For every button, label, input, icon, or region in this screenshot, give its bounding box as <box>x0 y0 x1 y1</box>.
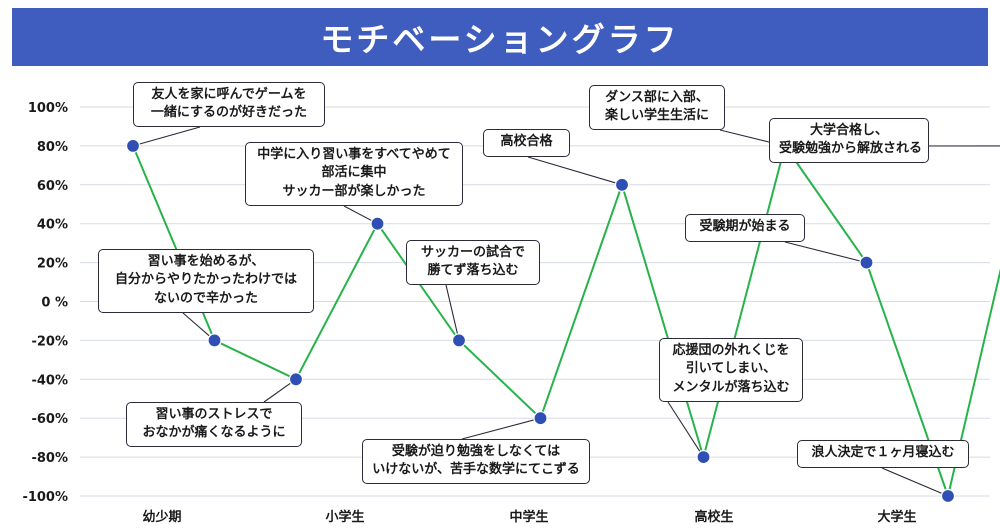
annotation-callout: 受験が迫り勉強をしなくては いけないが、苦手な数学にてこずる <box>362 439 590 484</box>
x-category-label: 高校生 <box>694 509 733 525</box>
y-tick-label: 80% <box>37 140 68 155</box>
y-tick-label: 0 % <box>41 296 68 311</box>
annotation-callout: サッカーの試合で 勝てず落ち込む <box>406 240 540 285</box>
y-tick-label: -40% <box>31 373 68 388</box>
callout-leader-line <box>445 284 460 341</box>
title-banner: モチベーショングラフ <box>12 8 988 66</box>
callout-leader-line <box>667 401 704 458</box>
y-tick-label: -100% <box>22 490 68 505</box>
callout-leader-line <box>784 241 867 264</box>
annotation-callout: 浪人決定で１ヶ月寝込む <box>797 440 969 468</box>
series-line <box>132 143 1000 500</box>
data-point <box>859 255 874 270</box>
annotation-callout: 大学合格し、 受験勉強から解放される <box>769 118 929 163</box>
annotation-callout: 中学に入り習い事をすべてやめて 部活に集中 サッカー部が楽しかった <box>245 142 463 206</box>
callout-leader-line <box>881 467 949 497</box>
annotation-callout: 友人を家に呼んでゲームを 一緒にするのが好きだった <box>133 82 325 127</box>
data-point <box>288 372 304 387</box>
x-category-label: 幼少期 <box>142 509 181 525</box>
data-point <box>370 216 385 231</box>
y-tick-label: -20% <box>31 334 68 349</box>
annotation-callout: 応援団の外れくじを 引いてしまい、 メンタルが落ち込む <box>659 338 803 402</box>
data-point <box>533 411 548 426</box>
callout-leader-line <box>461 417 541 440</box>
annotation-callout: 受験期が始まる <box>685 214 805 242</box>
page-title: モチベーショングラフ <box>320 20 680 59</box>
data-point <box>696 450 711 465</box>
y-tick-label: 100% <box>28 101 68 116</box>
y-tick-label: 20% <box>37 257 68 272</box>
y-tick-label: -60% <box>31 412 68 427</box>
callout-leader-line <box>132 126 201 147</box>
x-category-label: 大学生 <box>877 509 916 525</box>
data-point <box>125 138 141 153</box>
annotation-callout: 高校合格 <box>483 129 570 157</box>
x-category-label: 小学生 <box>325 509 364 525</box>
data-point <box>940 488 956 504</box>
data-point <box>614 177 630 192</box>
annotation-callout: 習い事を始めるが、 自分からやりたかったわけでは ないので辛かった <box>98 249 314 313</box>
y-tick-label: 60% <box>37 179 68 194</box>
annotation-callout: ダンス部に入部、 楽しい学生生活に <box>589 85 725 130</box>
annotation-callout: 習い事のストレスで おなかが痛くなるように <box>126 402 302 447</box>
data-point <box>451 333 467 348</box>
y-tick-label: -80% <box>31 451 68 466</box>
x-category-label: 中学生 <box>509 509 548 525</box>
callout-leader-line <box>527 156 623 186</box>
y-tick-label: 40% <box>37 218 68 233</box>
data-point <box>207 333 222 348</box>
